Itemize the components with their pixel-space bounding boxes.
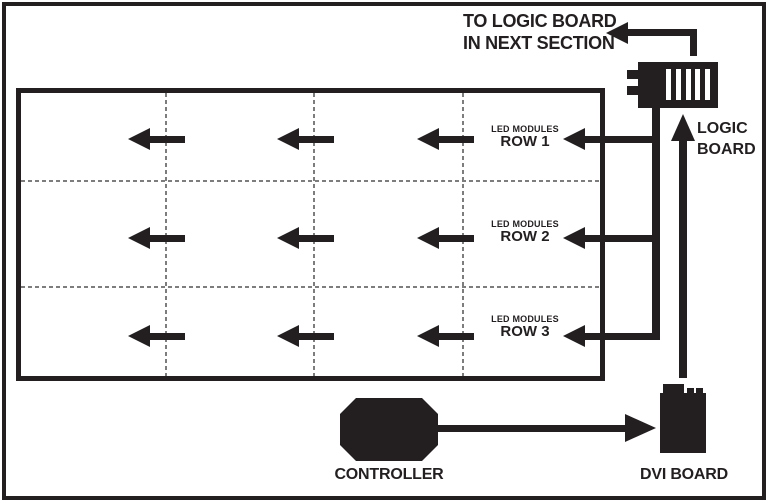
dvi-board-label: DVI BOARD [640, 466, 728, 483]
logic-board-tab [627, 70, 638, 79]
to-next-section-arrow-elbow [690, 29, 697, 56]
row-1-label-small: LED MODULES [491, 124, 559, 134]
note-line-2: IN NEXT SECTION [463, 33, 615, 53]
dvi-to-logic-arrowhead-up-icon [671, 114, 695, 141]
logic-board-tab [627, 86, 638, 95]
row-1-label-big: ROW 1 [500, 133, 550, 150]
controller-to-dvi-arrow-shaft [438, 425, 625, 432]
bus-feed-arrow-row3-icon [563, 325, 660, 347]
row1-flow-arrow-left-icon [128, 128, 185, 150]
row1-flow-arrow-left-icon [417, 128, 474, 150]
bus-feed-arrow-row2-icon [563, 227, 660, 249]
dvi-board-connector-bump [663, 384, 684, 394]
row2-flow-arrow-left-icon [128, 227, 185, 249]
dvi-board-connector-bump [687, 388, 694, 394]
bus-feed-arrow-row1-icon [563, 128, 660, 150]
panel-grid-line-horizontal-1 [21, 180, 600, 182]
row2-flow-arrow-left-icon [277, 227, 334, 249]
controller-shape [340, 398, 438, 461]
to-next-section-arrow-shaft [628, 29, 697, 36]
logic-board-shape [627, 62, 718, 108]
dvi-board-shape [660, 393, 706, 453]
row3-flow-arrow-left-icon [277, 325, 334, 347]
row-3-label-small: LED MODULES [491, 314, 559, 324]
to-next-section-arrowhead-left-icon [606, 22, 628, 44]
row-2-label-big: ROW 2 [500, 228, 550, 245]
row3-flow-arrow-left-icon [417, 325, 474, 347]
controller-label: CONTROLLER [334, 466, 444, 483]
logic-board-label: LOGIC BOARD [697, 118, 756, 160]
dvi-board-connector-bump [696, 388, 703, 394]
row-2-label-small: LED MODULES [491, 219, 559, 229]
panel-grid-line-horizontal-2 [21, 286, 600, 288]
to-logic-board-note: TO LOGIC BOARD IN NEXT SECTION [463, 10, 617, 54]
dvi-to-logic-arrow-shaft [679, 140, 687, 378]
row-1-label: LED MODULES ROW 1 [478, 124, 572, 150]
row-2-label: LED MODULES ROW 2 [478, 219, 572, 245]
row-3-label: LED MODULES ROW 3 [478, 314, 572, 340]
logic-board-label-line2: BOARD [697, 141, 756, 158]
logic-board-connector-stripes-icon [666, 69, 710, 100]
logic-board-label-line1: LOGIC [697, 120, 748, 137]
note-line-1: TO LOGIC BOARD [463, 11, 617, 31]
row3-flow-arrow-left-icon [128, 325, 185, 347]
row2-flow-arrow-left-icon [417, 227, 474, 249]
logic-board-bus-line [652, 108, 660, 340]
row-3-label-big: ROW 3 [500, 323, 550, 340]
row1-flow-arrow-left-icon [277, 128, 334, 150]
controller-to-dvi-arrowhead-right-icon [625, 414, 656, 442]
